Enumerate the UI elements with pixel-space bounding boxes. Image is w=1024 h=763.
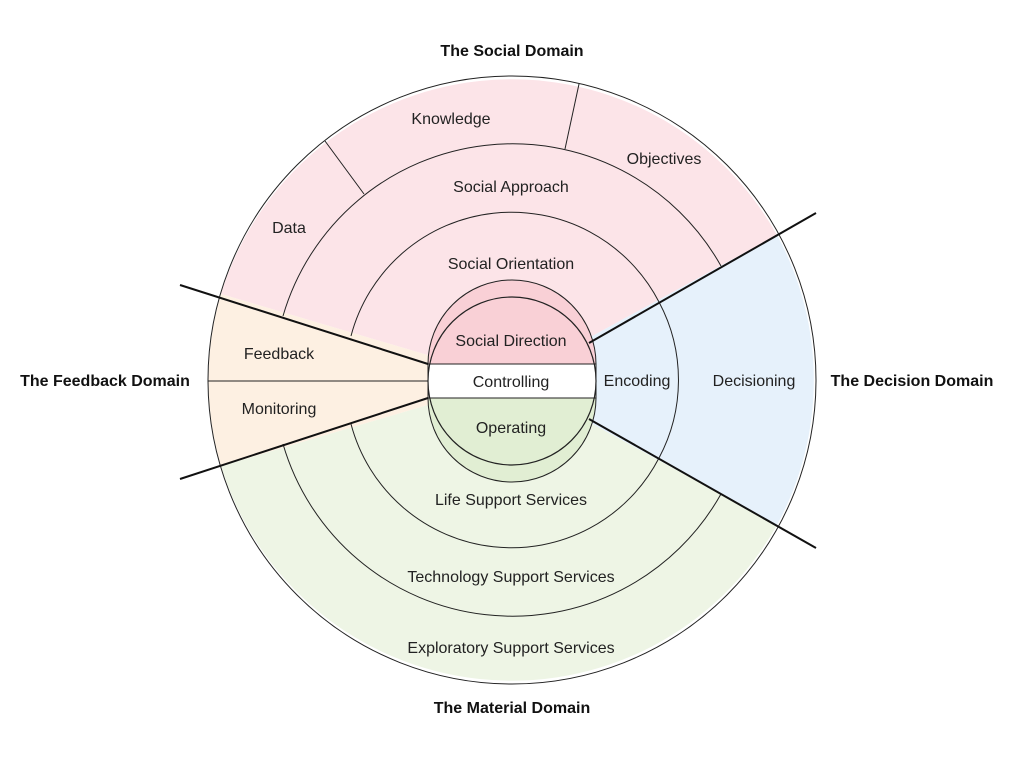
separator-decision-bottom <box>588 418 817 549</box>
social-orientation-ring <box>350 211 660 337</box>
material-sector <box>221 380 777 681</box>
technology-ring <box>282 443 722 617</box>
objectives-label: Objectives <box>627 151 702 168</box>
exploratory-support-label: Exploratory Support Services <box>407 640 614 657</box>
social-orientation-label: Social Orientation <box>448 256 574 273</box>
social-direction-cap <box>427 279 597 365</box>
controlling-label: Controlling <box>473 374 549 391</box>
decision-domain-title: The Decision Domain <box>831 373 994 390</box>
social-direction-label: Social Direction <box>455 333 566 350</box>
social-approach-label: Social Approach <box>453 179 569 196</box>
material-domain-title: The Material Domain <box>434 700 590 717</box>
data-label: Data <box>272 220 306 237</box>
encoding-label: Encoding <box>604 373 671 390</box>
feedback-sector <box>208 294 512 466</box>
decision-sector <box>512 235 814 525</box>
divider-knowledge-objectives <box>564 83 580 150</box>
social-approach-ring <box>282 143 722 317</box>
divider-data-knowledge <box>324 140 365 195</box>
separator-feedback-top <box>179 284 429 365</box>
feedback-domain-title: The Feedback Domain <box>20 373 190 390</box>
monitoring-label: Monitoring <box>242 401 317 418</box>
operating-label: Operating <box>476 420 546 437</box>
operating-cap <box>427 397 597 483</box>
outer-circle <box>207 75 817 685</box>
inner-circle <box>427 296 597 466</box>
separator-decision-top <box>588 212 817 344</box>
life-support-label: Life Support Services <box>435 492 587 509</box>
life-support-ring <box>350 423 660 549</box>
knowledge-label: Knowledge <box>411 111 490 128</box>
separator-feedback-bottom <box>179 397 429 480</box>
decisioning-label: Decisioning <box>713 373 796 390</box>
social-domain-title: The Social Domain <box>440 43 583 60</box>
encoding-ring <box>658 301 679 459</box>
technology-support-label: Technology Support Services <box>407 569 614 586</box>
feedback-label: Feedback <box>244 346 315 363</box>
social-sector <box>221 79 777 381</box>
